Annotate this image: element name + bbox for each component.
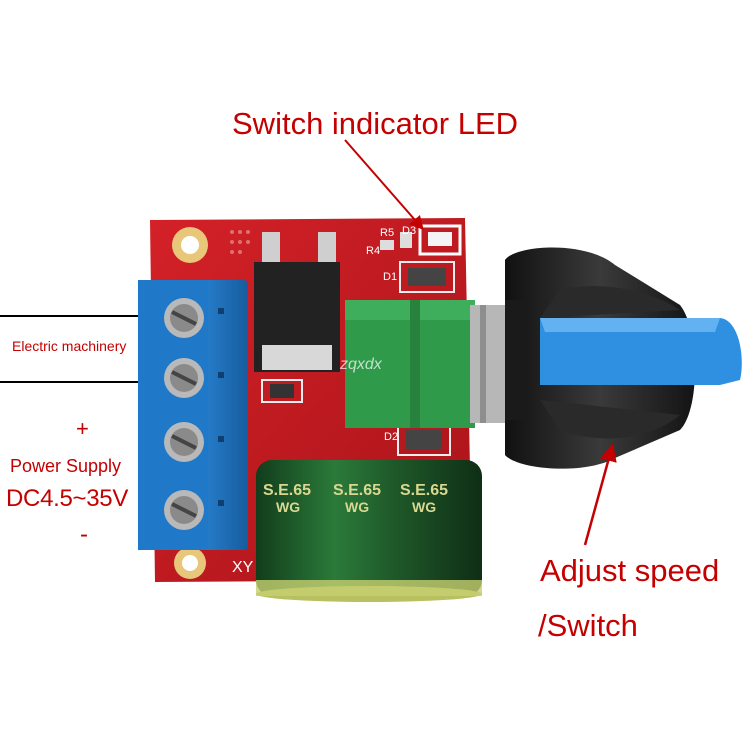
- motor-callout-label: Electric machinery: [12, 338, 127, 354]
- terminal-screw-icon: [164, 358, 204, 398]
- silk-r4: R4: [366, 245, 381, 257]
- indicator-led: [418, 224, 462, 256]
- led-callout-label: Switch indicator LED: [232, 106, 519, 141]
- terminal-block: [138, 280, 248, 550]
- adjust-speed-label: Adjust speed: [540, 553, 720, 588]
- motor-wires: [0, 315, 160, 383]
- cap-brand-3: S.E.65: [400, 482, 449, 499]
- cap-brand-1: S.E.65: [263, 482, 312, 499]
- led-arrow: [344, 139, 424, 231]
- negative-sign-label: -: [80, 521, 88, 548]
- silk-d2: D2: [384, 431, 399, 443]
- positive-sign-label: +: [76, 416, 89, 441]
- terminal-screw-icon: [164, 490, 204, 530]
- potentiometer: [345, 300, 515, 428]
- silk-d3: D3: [402, 225, 417, 237]
- silk-xy: XY: [232, 559, 254, 576]
- cap-series-1: WG: [276, 499, 301, 515]
- terminal-screw-icon: [164, 422, 204, 462]
- switch-label: /Switch: [538, 608, 638, 643]
- callout-arrows: [344, 139, 617, 546]
- speed-knob: [505, 247, 742, 469]
- cap-series-2: WG: [345, 499, 370, 515]
- cap-series-3: WG: [412, 499, 437, 515]
- terminal-screw-icon: [164, 298, 204, 338]
- cap-brand-2: S.E.65: [333, 482, 382, 499]
- power-supply-label: Power Supply: [10, 456, 122, 476]
- voltage-range-label: DC4.5~35V: [6, 485, 129, 512]
- mosfet-chip: [262, 232, 280, 262]
- silk-d1: D1: [383, 271, 398, 283]
- watermark: zqxdx: [340, 356, 382, 373]
- capacitor: [256, 460, 482, 602]
- silk-r5: R5: [380, 227, 395, 239]
- knob-arrow: [583, 443, 617, 546]
